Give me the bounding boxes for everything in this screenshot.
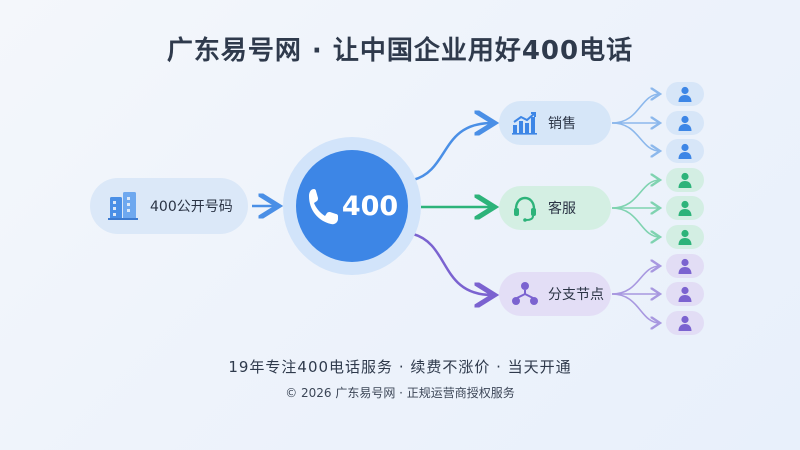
source-label: 400公开号码 — [150, 199, 233, 215]
user-node — [666, 196, 704, 220]
user-icon — [678, 172, 692, 188]
connector-hub-sales — [412, 123, 492, 182]
page-title: 广东易号网 · 让中国企业用好400电话 — [166, 36, 634, 66]
destination-service-label: 客服 — [548, 201, 576, 217]
hub-number: 400 — [341, 190, 399, 222]
tagline: 19年专注400电话服务 · 续费不涨价 · 当天开通 — [228, 358, 572, 376]
destination-service: 客服 — [499, 186, 611, 230]
user-node — [666, 111, 704, 135]
user-node — [666, 311, 704, 335]
phone-icon — [306, 186, 340, 226]
user-icon — [678, 258, 692, 274]
user-icon — [678, 200, 692, 216]
user-node — [666, 282, 704, 306]
branch-nodes-icon — [511, 281, 539, 307]
user-node — [666, 225, 704, 249]
user-node — [666, 168, 704, 192]
user-icon — [678, 86, 692, 102]
destination-sales: 销售 — [499, 101, 611, 145]
destination-branch-label: 分支节点 — [548, 287, 604, 303]
copyright: © 2026 广东易号网 · 正规运营商授权服务 — [285, 386, 515, 400]
headset-icon — [511, 194, 539, 222]
user-icon — [678, 143, 692, 159]
source-node: 400公开号码 — [90, 178, 248, 234]
user-icon — [678, 315, 692, 331]
bar-chart-icon — [511, 111, 539, 135]
user-icon — [678, 115, 692, 131]
user-node — [666, 139, 704, 163]
user-icon — [678, 229, 692, 245]
user-node — [666, 254, 704, 278]
destination-branch: 分支节点 — [499, 272, 611, 316]
building-icon — [106, 189, 140, 223]
hub-node: 400 — [296, 150, 408, 262]
user-icon — [678, 286, 692, 302]
destination-sales-label: 销售 — [548, 116, 576, 132]
user-node — [666, 82, 704, 106]
connector-hub-branch — [412, 232, 492, 295]
